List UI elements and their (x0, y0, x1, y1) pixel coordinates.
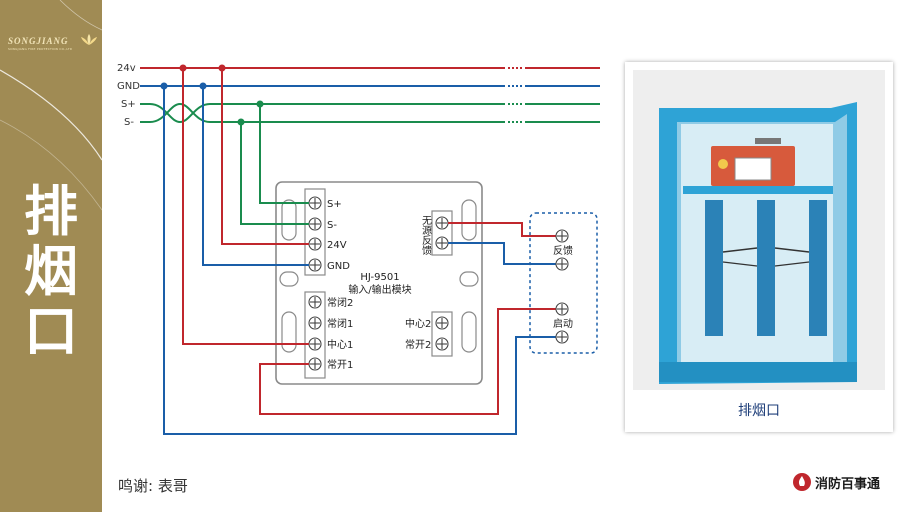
io-module (275, 181, 483, 385)
wire-gnd (202, 86, 309, 266)
screw-no1 (308, 357, 322, 371)
credit-text: 鸣谢: 表哥 (118, 477, 188, 495)
damper-terminals (555, 229, 569, 344)
damper-terminal-box (529, 212, 598, 354)
screw-s-plus (308, 196, 322, 210)
terminal-label-nc2: 常闭2 (327, 296, 353, 309)
bus-s-plus (140, 103, 600, 124)
title-char-2: 烟 (24, 240, 78, 303)
logo-text: SONGJIANG (8, 36, 69, 46)
passive-feedback-label: 无源反馈 (420, 215, 432, 256)
terminal-label-gnd: GND (327, 261, 350, 272)
device-screw-fb-b (555, 257, 569, 271)
terminal-label-com1: 中心1 (327, 338, 353, 351)
wiring-diagram: 24v GND S+ S- (117, 63, 600, 435)
screw-24v (308, 237, 322, 251)
feedback-label: 反馈 (553, 244, 573, 257)
terminal-label-24v: 24V (327, 240, 347, 251)
smoke-exhaust-damper-illustration (633, 70, 885, 390)
terminal-label-s-minus: S- (327, 220, 337, 231)
wire-24v-com1 (182, 68, 309, 345)
fire-brand-icon (793, 473, 811, 491)
screw-nc1 (308, 316, 322, 330)
wire-s-plus (259, 104, 309, 204)
terminal-label-no2: 常开2 (405, 338, 431, 351)
module-model: HJ-9501 (360, 272, 399, 283)
screw-com2 (435, 316, 449, 330)
screw-gnd (308, 258, 322, 272)
bus-break-dots (508, 67, 523, 123)
terminal-label-nc1: 常闭1 (327, 317, 353, 330)
start-label: 启动 (553, 317, 573, 330)
company-logo: SONGJIANG SONGJIANG FIRE PROTECTION CO.,… (8, 34, 100, 51)
terminal-label-s-plus: S+ (327, 199, 342, 210)
bus-label-s-minus: S- (124, 117, 134, 128)
screw-nc2 (308, 295, 322, 309)
screw-no2 (435, 337, 449, 351)
wire-gnd-return (163, 86, 557, 435)
product-photo-card: 排烟口 (625, 62, 893, 432)
device-screw-fb-a (555, 229, 569, 243)
wire-24v (221, 68, 309, 245)
screw-fb-a (435, 216, 449, 230)
wire-feedback-a (448, 222, 556, 237)
bus-label-24v: 24v (117, 63, 136, 74)
lotus-icon (81, 34, 97, 45)
screw-fb-b (435, 236, 449, 250)
screw-s-minus (308, 217, 322, 231)
bus-label-gnd: GND (117, 81, 140, 92)
screw-com1 (308, 337, 322, 351)
sidebar-decoration (0, 0, 102, 211)
bus-break-marks (507, 64, 523, 126)
wire-no1-start (259, 308, 557, 415)
wire-s-minus (240, 122, 309, 225)
logo-subtitle: SONGJIANG FIRE PROTECTION CO.,LTD (8, 47, 73, 51)
terminal-label-no1: 常开1 (327, 358, 353, 371)
sidebar: SONGJIANG SONGJIANG FIRE PROTECTION CO.,… (0, 0, 102, 512)
page-title: 排 烟 口 (0, 182, 102, 362)
terminal-label-com2: 中心2 (405, 317, 431, 330)
brand-name: 消防百事通 (815, 476, 881, 492)
module-name: 输入/输出模块 (348, 283, 411, 296)
bus-label-s-plus: S+ (121, 99, 136, 110)
photo-caption: 排烟口 (738, 403, 780, 419)
title-char-3: 口 (24, 300, 78, 363)
device-screw-start-b (555, 330, 569, 344)
device-screw-start-a (555, 302, 569, 316)
brand-logo: 消防百事通 (792, 472, 880, 492)
bus-s-minus (140, 102, 600, 123)
title-char-1: 排 (24, 180, 78, 243)
